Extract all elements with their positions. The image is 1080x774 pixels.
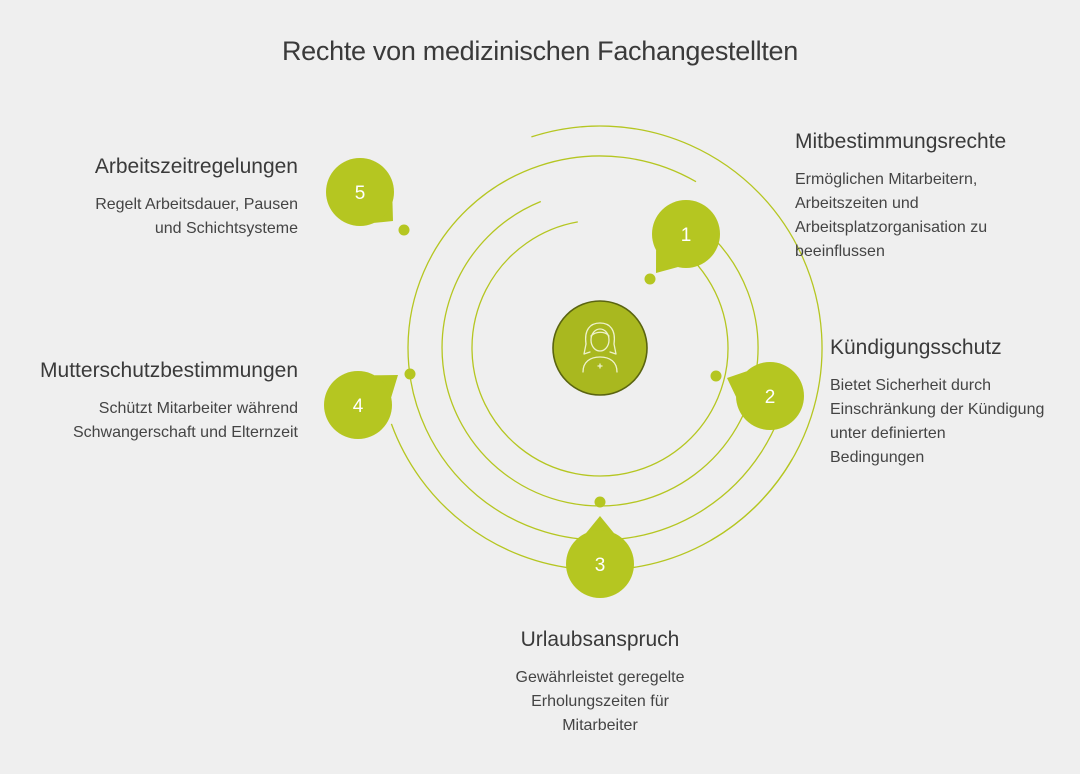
connector-dots <box>398 224 722 508</box>
description-line: Schwangerschaft und Elternzeit <box>72 424 298 441</box>
item-heading: Mitbestimmungsrechte <box>795 130 1007 153</box>
connector-dot <box>644 273 656 285</box>
description-line: Bietet Sicherheit durch <box>830 377 991 394</box>
ring-arc <box>471 221 729 477</box>
number-bubbles: 1 2 3 4 5 <box>324 158 804 598</box>
description-line: beeinflussen <box>795 243 885 260</box>
bubble-number: 2 <box>765 387 776 408</box>
nurse-icon <box>582 322 618 373</box>
description-line: Gewährleistet geregelte <box>515 669 685 686</box>
description-line: Erholungszeiten für <box>531 693 669 710</box>
item-description: Bietet Sicherheit durch Einschränkung de… <box>830 374 1075 470</box>
connector-dot <box>594 496 606 508</box>
description-line: Einschränkung der Kündigung <box>830 401 1045 418</box>
bubble-number: 1 <box>681 225 692 246</box>
bubble-number: 4 <box>353 396 364 417</box>
connector-dot <box>710 370 722 382</box>
item-description: Schützt Mitarbeiter während Schwangersch… <box>8 397 298 445</box>
number-bubble-2: 2 <box>727 362 804 430</box>
connector-dot <box>404 368 416 380</box>
item-heading: Urlaubsanspruch <box>520 628 680 651</box>
item-mutterschutzbestimmungen: Mutterschutzbestimmungen Schützt Mitarbe… <box>8 359 298 445</box>
description-line: Ermöglichen Mitarbeitern, <box>795 171 978 188</box>
center-node <box>552 300 648 396</box>
ring-arc <box>441 200 759 507</box>
description-line: unter definierten <box>830 425 946 442</box>
page-title: Rechte von medizinischen Fachangestellte… <box>281 36 798 66</box>
description-line: Schützt Mitarbeiter während <box>98 400 298 417</box>
item-description: Regelt Arbeitsdauer, Pausen und Schichts… <box>8 193 298 241</box>
description-line: und Schichtsysteme <box>154 220 298 237</box>
item-kuendigungsschutz: Kündigungsschutz Bietet Sicherheit durch… <box>830 336 1075 470</box>
item-heading: Kündigungsschutz <box>830 336 1002 359</box>
bubble-circle <box>652 200 720 268</box>
item-description: Gewährleistet geregelte Erholungszeiten … <box>450 666 750 738</box>
connector-dot <box>398 224 410 236</box>
ring-arc <box>407 155 790 541</box>
bubble-circle <box>326 158 394 226</box>
item-description: Ermöglichen Mitarbeitern, Arbeitszeiten … <box>795 168 1065 264</box>
description-line: Mitarbeiter <box>562 717 638 734</box>
item-arbeitszeitregelungen: Arbeitszeitregelungen Regelt Arbeitsdaue… <box>8 155 298 241</box>
description-line: Bedingungen <box>830 449 925 466</box>
bubble-tail <box>586 516 614 533</box>
description-line: Regelt Arbeitsdauer, Pausen <box>95 196 298 213</box>
item-urlaubsanspruch: Urlaubsanspruch Gewährleistet geregelte … <box>450 628 750 738</box>
bubble-circle <box>566 530 634 598</box>
bubble-number: 3 <box>595 555 606 576</box>
bubble-number: 5 <box>355 183 366 204</box>
number-bubble-5: 5 <box>326 158 394 226</box>
item-heading: Arbeitszeitregelungen <box>94 155 298 178</box>
number-bubble-4: 4 <box>324 371 398 439</box>
description-line: Arbeitsplatzorganisation zu <box>795 219 988 236</box>
bubble-circle <box>324 371 392 439</box>
bubble-circle <box>736 362 804 430</box>
number-bubble-1: 1 <box>652 200 720 273</box>
description-line: Arbeitszeiten und <box>795 195 919 212</box>
number-bubble-3: 3 <box>566 516 634 598</box>
item-heading: Mutterschutzbestimmungen <box>40 359 298 382</box>
item-mitbestimmungsrechte: Mitbestimmungsrechte Ermöglichen Mitarbe… <box>795 130 1065 264</box>
